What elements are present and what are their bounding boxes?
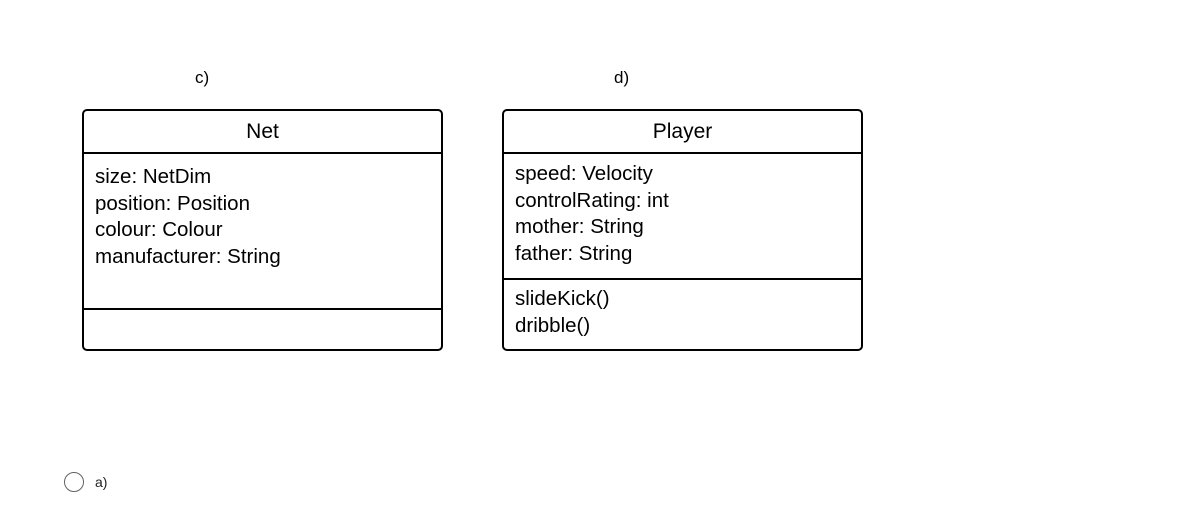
attribute: position: Position <box>95 191 250 215</box>
attribute: colour: Colour <box>95 218 223 242</box>
uml-class-net: Net size: NetDim position: Position colo… <box>82 109 443 351</box>
attributes-section: speed: Velocity controlRating: int mothe… <box>504 154 861 280</box>
attribute: controlRating: int <box>515 188 669 212</box>
attribute: mother: String <box>515 215 644 239</box>
methods-section: slideKick() dribble() <box>504 280 861 349</box>
attribute: manufacturer: String <box>95 244 281 268</box>
uml-class-player: Player speed: Velocity controlRating: in… <box>502 109 863 351</box>
method: slideKick() <box>515 287 610 310</box>
option-label-c: c) <box>195 68 210 87</box>
radio-label-a[interactable]: a) <box>95 474 108 490</box>
option-label-d: d) <box>614 68 630 87</box>
attribute: father: String <box>515 241 633 265</box>
method: dribble() <box>515 313 591 337</box>
attribute: size: NetDim <box>95 165 212 188</box>
class-name: Net <box>84 111 441 154</box>
attributes-section: size: NetDim position: Position colour: … <box>84 154 441 310</box>
radio-button-a[interactable] <box>64 472 84 492</box>
methods-section <box>84 310 441 349</box>
attribute: speed: Velocity <box>515 162 653 185</box>
class-name: Player <box>504 111 861 154</box>
